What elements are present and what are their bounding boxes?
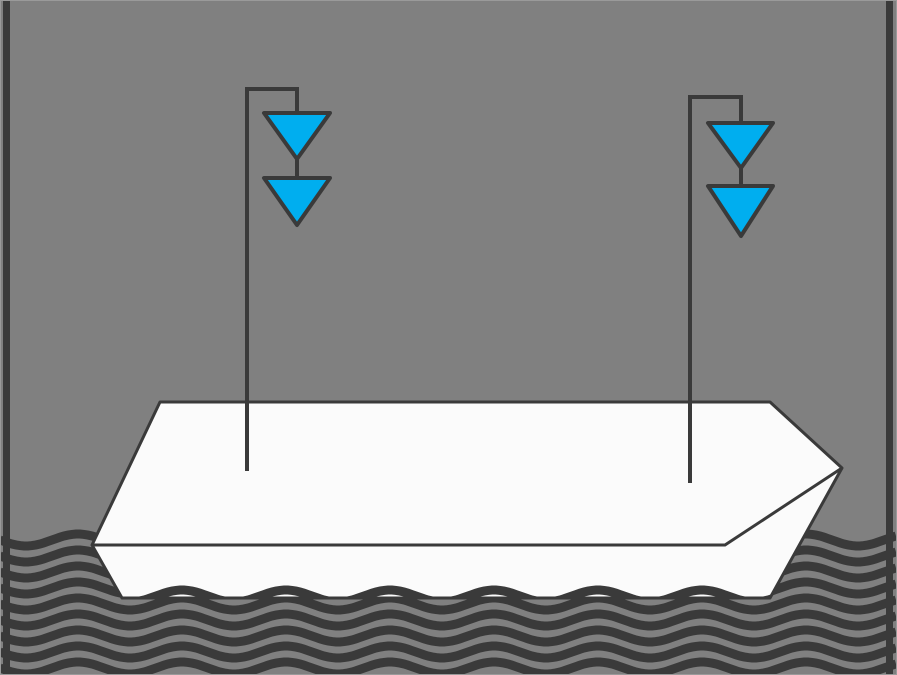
water-wave bbox=[0, 593, 897, 615]
right-mast-upper-marker bbox=[706, 121, 775, 170]
boat-deck-edge bbox=[92, 466, 843, 547]
hull-water-wave bbox=[92, 585, 842, 598]
hull-waterline bbox=[92, 585, 842, 598]
boat-hull bbox=[90, 400, 844, 600]
right-mast bbox=[688, 95, 775, 483]
left-mast-pole bbox=[245, 87, 299, 471]
water-wave bbox=[0, 657, 897, 675]
water-wave bbox=[0, 641, 897, 663]
right-wall bbox=[886, 0, 893, 675]
left-mast-upper-marker bbox=[262, 111, 332, 161]
boat bbox=[90, 400, 844, 600]
right-mast-lower-marker bbox=[706, 184, 775, 238]
left-mast bbox=[245, 87, 332, 471]
water-wave bbox=[0, 625, 897, 647]
right-mast-pole bbox=[688, 95, 743, 483]
water-wave bbox=[0, 609, 897, 631]
left-wall bbox=[3, 0, 10, 675]
left-mast-lower-marker bbox=[262, 176, 332, 227]
